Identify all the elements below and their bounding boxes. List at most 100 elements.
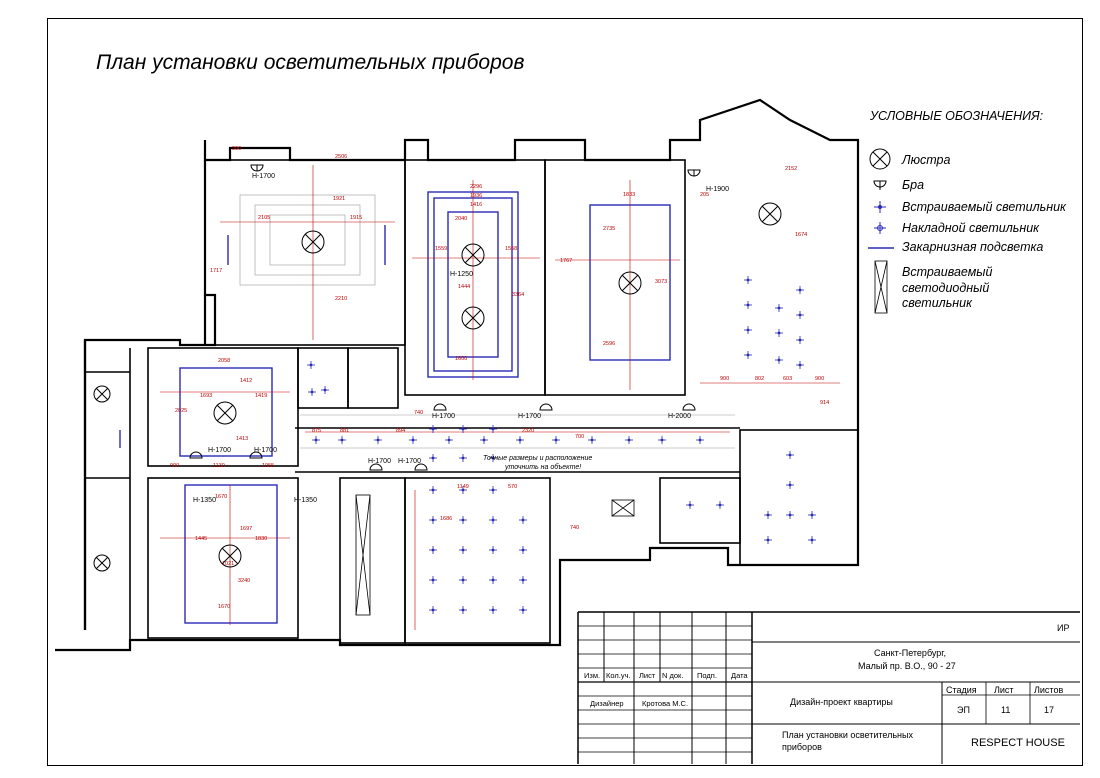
recessed-light-icon [429, 454, 437, 462]
dimension-label: 2735 [603, 226, 615, 232]
dimension-label: 2596 [603, 341, 615, 347]
led-panel-icon [611, 499, 635, 517]
sconce-icon [369, 463, 383, 471]
sconce-icon [687, 169, 701, 177]
chandeliers [93, 202, 782, 572]
recessed-light-icon [459, 546, 467, 554]
dimension-label: 900 [170, 463, 179, 469]
dimension-label: 1558 [505, 246, 517, 252]
dimension-label: 900 [815, 376, 824, 382]
recessed-light-icon [489, 576, 497, 584]
dimension-label: 1021 [222, 561, 234, 567]
header-doc: N док. [662, 671, 684, 680]
recessed-light-icon [308, 388, 316, 396]
sconce-icon [189, 451, 203, 459]
header-rev: Изм. [584, 671, 601, 680]
drawing-name-line-2: приборов [782, 742, 822, 752]
header-date: Дата [731, 671, 748, 680]
recessed-light-icon [808, 511, 816, 519]
recessed-light-icon [429, 425, 437, 433]
sconce-icon [539, 403, 553, 411]
recessed-light-icon [321, 386, 329, 394]
dimension-label: 894 [396, 428, 405, 434]
note-line-1: Точные размеры и расположение [483, 455, 592, 462]
dimension-label: 1767 [560, 258, 572, 264]
recessed-light-icon [775, 356, 783, 364]
recessed-light-icon [459, 454, 467, 462]
interior-walls [85, 159, 859, 644]
recessed-light-icon [744, 301, 752, 309]
dimension-label: 875 [312, 428, 321, 434]
dimension-label: 603 [783, 376, 792, 382]
dimension-label: 2296 [470, 184, 482, 190]
height-mark: H-2000 [668, 413, 691, 420]
dimension-label: 2105 [258, 215, 270, 221]
ceiling-guides [239, 194, 735, 449]
dimension-label: 1445 [195, 536, 207, 542]
dimension-label: 740 [570, 525, 579, 531]
recessed-light-icon [307, 361, 315, 369]
recessed-light-icon [489, 486, 497, 494]
recessed-light-icon [489, 425, 497, 433]
project-name: Дизайн-проект квартиры [790, 697, 893, 707]
recessed-light-icon [775, 329, 783, 337]
dimension-label: 2152 [785, 166, 797, 172]
dimension-label: 900 [720, 376, 729, 382]
legend-icons [868, 148, 894, 314]
recessed-light-icon [552, 436, 560, 444]
project-code: ИР [1057, 623, 1070, 633]
dimension-label: 3364 [512, 292, 524, 298]
recessed-light-icon [489, 516, 497, 524]
dimension-label: 1600 [455, 356, 467, 362]
legend-label-led-panel: Встраиваемый светодиодный светильник [902, 265, 993, 311]
sconce-icon [682, 403, 696, 411]
height-mark: H-1700 [398, 458, 421, 465]
dimension-label: 570 [508, 484, 517, 490]
recessed-light-icon [625, 436, 633, 444]
recessed-light-icon [796, 311, 804, 319]
recessed-light-icon [489, 454, 497, 462]
dimension-label: 740 [414, 410, 423, 416]
height-mark: H-1250 [450, 271, 473, 278]
recessed-light-icon [744, 351, 752, 359]
dimension-label: 1955 [262, 463, 274, 469]
height-mark: H-1350 [294, 497, 317, 504]
recessed-light-icon [429, 546, 437, 554]
height-mark: H-1900 [706, 186, 729, 193]
dimension-label: 1697 [240, 526, 252, 532]
chandelier-icon [301, 230, 325, 254]
dimension-label: 802 [755, 376, 764, 382]
header-sheet: Лист [639, 671, 656, 680]
recessed-light-icon [588, 436, 596, 444]
recessed-light-icon [519, 606, 527, 614]
recessed-light-icon [686, 501, 694, 509]
recessed-light-icon [786, 481, 794, 489]
chandelier-icon [461, 306, 485, 330]
drawing-name-line-1: План установки осветительных [782, 730, 913, 740]
stage-value: ЭП [957, 705, 970, 715]
dimension-label: 1559 [435, 246, 447, 252]
dimension-label: 914 [820, 400, 829, 406]
recessed-light-icon [480, 436, 488, 444]
recessed-light-icon [716, 501, 724, 509]
recessed-light-icon [796, 361, 804, 369]
dimension-label: 1444 [458, 284, 470, 290]
dimension-label: 2506 [335, 154, 347, 160]
spotlights [307, 276, 816, 614]
recessed-light-icon [445, 436, 453, 444]
address-line-2: Малый пр. В.О., 90 - 27 [858, 661, 956, 671]
company-name: RESPECT HOUSE [971, 737, 1065, 749]
recessed-light-icon [489, 606, 497, 614]
height-mark: H-1700 [432, 413, 455, 420]
designer-role: Дизайнер [590, 699, 624, 708]
recessed-light-icon [519, 516, 527, 524]
dimension-label: 1693 [200, 393, 212, 399]
surface-light-icon [874, 222, 886, 234]
recessed-light-icon [519, 576, 527, 584]
legend-label-surface: Накладной светильник [902, 221, 1040, 235]
height-mark: H-1700 [252, 173, 275, 180]
dimension-label: 1936 [470, 193, 482, 199]
legend-heading: УСЛОВНЫЕ ОБОЗНАЧЕНИЯ: [870, 109, 1044, 123]
